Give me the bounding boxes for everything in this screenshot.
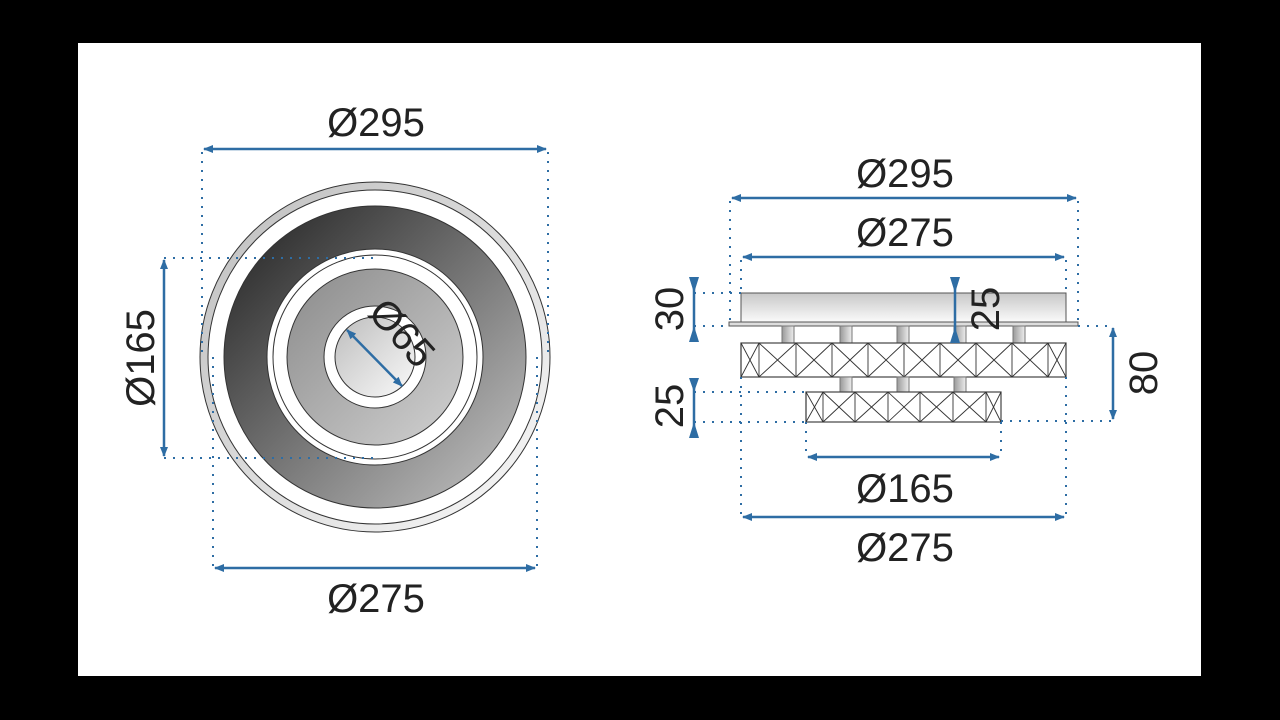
crystal-segment (1011, 342, 1049, 378)
crystal-segment (854, 391, 889, 423)
label-side-lower-diameter: Ø165 (856, 467, 954, 511)
flange (728, 321, 1079, 327)
crystal-segment (887, 391, 921, 423)
support-post (781, 325, 795, 344)
crystal-segment (831, 342, 869, 378)
crystal-segment (740, 342, 760, 378)
crystal-segment (919, 391, 954, 423)
top-plate (740, 292, 1067, 323)
support-post (953, 376, 967, 393)
crystal-segment (903, 342, 941, 378)
crystal-segment (805, 391, 824, 423)
side-view: Ø295 Ø275 Ø165 Ø275 30 25 80 25 (648, 152, 1166, 570)
label-bottom-diameter: Ø275 (327, 577, 425, 621)
dim-arrows-25-plate (950, 277, 960, 343)
crystal-segment (867, 342, 905, 378)
support-post (896, 325, 910, 344)
label-side-outer-diameter: Ø295 (856, 152, 954, 196)
crystal-segment (795, 342, 833, 378)
lower-crystal-band (805, 391, 1002, 423)
crystal-segment (952, 391, 987, 423)
crystal-segment (975, 342, 1013, 378)
label-outer-diameter: Ø295 (327, 101, 425, 145)
dim-arrows-30 (689, 277, 699, 342)
label-side-bottom-diameter: Ø275 (856, 526, 954, 570)
label-side-upper-diameter: Ø275 (856, 211, 954, 255)
dim-arrows-25-lower (689, 378, 699, 438)
support-post (1012, 325, 1026, 344)
label-inner-diameter: Ø165 (119, 309, 163, 407)
label-lower-tier-height: 25 (648, 384, 692, 429)
upper-crystal-band (740, 342, 1067, 378)
support-post (839, 325, 853, 344)
crystal-segment (1047, 342, 1067, 378)
top-view: Ø295 Ø275 Ø165 Ø65 (119, 101, 551, 621)
crystal-segment (985, 391, 1002, 423)
support-post (896, 376, 910, 393)
crystal-segment (758, 342, 797, 378)
crystal-segment (939, 342, 977, 378)
crystal-segment (822, 391, 856, 423)
label-plate-height: 25 (964, 287, 1008, 332)
support-post (839, 376, 853, 393)
label-base-height: 30 (648, 287, 692, 332)
label-total-height: 80 (1122, 351, 1166, 396)
dim-line-65 (346, 329, 403, 387)
